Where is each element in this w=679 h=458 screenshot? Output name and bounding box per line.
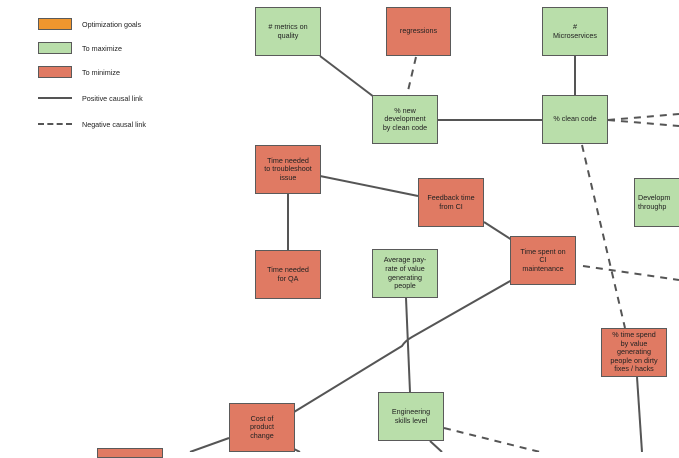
node-offscreen-bottom-left[interactable] [97, 448, 163, 458]
legend-item-minimize: To minimize [38, 64, 120, 80]
dashed-line-sample [38, 123, 72, 125]
link-cost-of-change-to-offscreen-left [189, 437, 230, 452]
link-feedback-to-ci-maintenance [483, 221, 513, 241]
legend-label: Positive causal link [82, 93, 143, 103]
link-ci-maintenance-to-cost-of-change [293, 279, 513, 413]
link-clean-code-to-dirty-fixes [581, 144, 626, 329]
legend-label: Negative causal link [82, 119, 146, 129]
node-ci-maintenance[interactable]: Time spent on CI maintenance [510, 236, 576, 285]
legend: Optimization goals To maximize To minimi… [38, 16, 218, 138]
node-pct-new-development[interactable]: % new development by clean code [372, 95, 438, 144]
legend-item-goals: Optimization goals [38, 16, 141, 32]
node-development-throughput[interactable]: Developm throughp [634, 178, 679, 227]
legend-item-maximize: To maximize [38, 40, 122, 56]
node-microservices[interactable]: # Microservices [542, 7, 608, 56]
legend-label: Optimization goals [82, 19, 142, 29]
minimize-swatch [38, 66, 72, 78]
node-regressions[interactable]: regressions [386, 7, 451, 56]
node-average-pay-rate[interactable]: Average pay- rate of value generating pe… [372, 249, 438, 298]
link-skills-offscreen-right [443, 427, 541, 452]
legend-label: To maximize [82, 43, 122, 53]
node-metrics-on-quality[interactable]: # metrics on quality [255, 7, 321, 56]
node-engineering-skills[interactable]: Engineering skills level [378, 392, 444, 441]
maximize-swatch [38, 42, 72, 54]
node-troubleshoot-time[interactable]: Time needed to troubleshoot issue [255, 145, 321, 194]
link-clean-code-offscreen-right [607, 119, 679, 127]
link-metrics-to-new-dev [319, 55, 379, 101]
node-pct-clean-code[interactable]: % clean code [542, 95, 608, 144]
link-ci-maintenance-offscreen-right [582, 265, 679, 281]
link-regressions-to-new-dev [406, 56, 417, 96]
link-skills-offscreen-bottom [429, 440, 443, 452]
link-pay-rate-to-skills [405, 297, 411, 393]
goal-swatch [38, 18, 72, 30]
node-cost-of-product-change[interactable]: Cost of product change [229, 403, 295, 452]
link-clean-code-offscreen-right-2 [607, 113, 679, 121]
link-troubleshoot-to-feedback [319, 175, 419, 197]
node-feedback-time[interactable]: Feedback time from CI [418, 178, 484, 227]
legend-label: To minimize [82, 67, 120, 77]
legend-item-negative-link: Negative causal link [38, 116, 146, 132]
node-qa-time[interactable]: Time needed for QA [255, 250, 321, 299]
node-dirty-fixes[interactable]: % time spend by value generating people … [601, 328, 667, 377]
solid-line-sample [38, 97, 72, 99]
legend-item-positive-link: Positive causal link [38, 90, 143, 106]
link-dirty-fixes-offscreen-bottom [636, 376, 643, 452]
